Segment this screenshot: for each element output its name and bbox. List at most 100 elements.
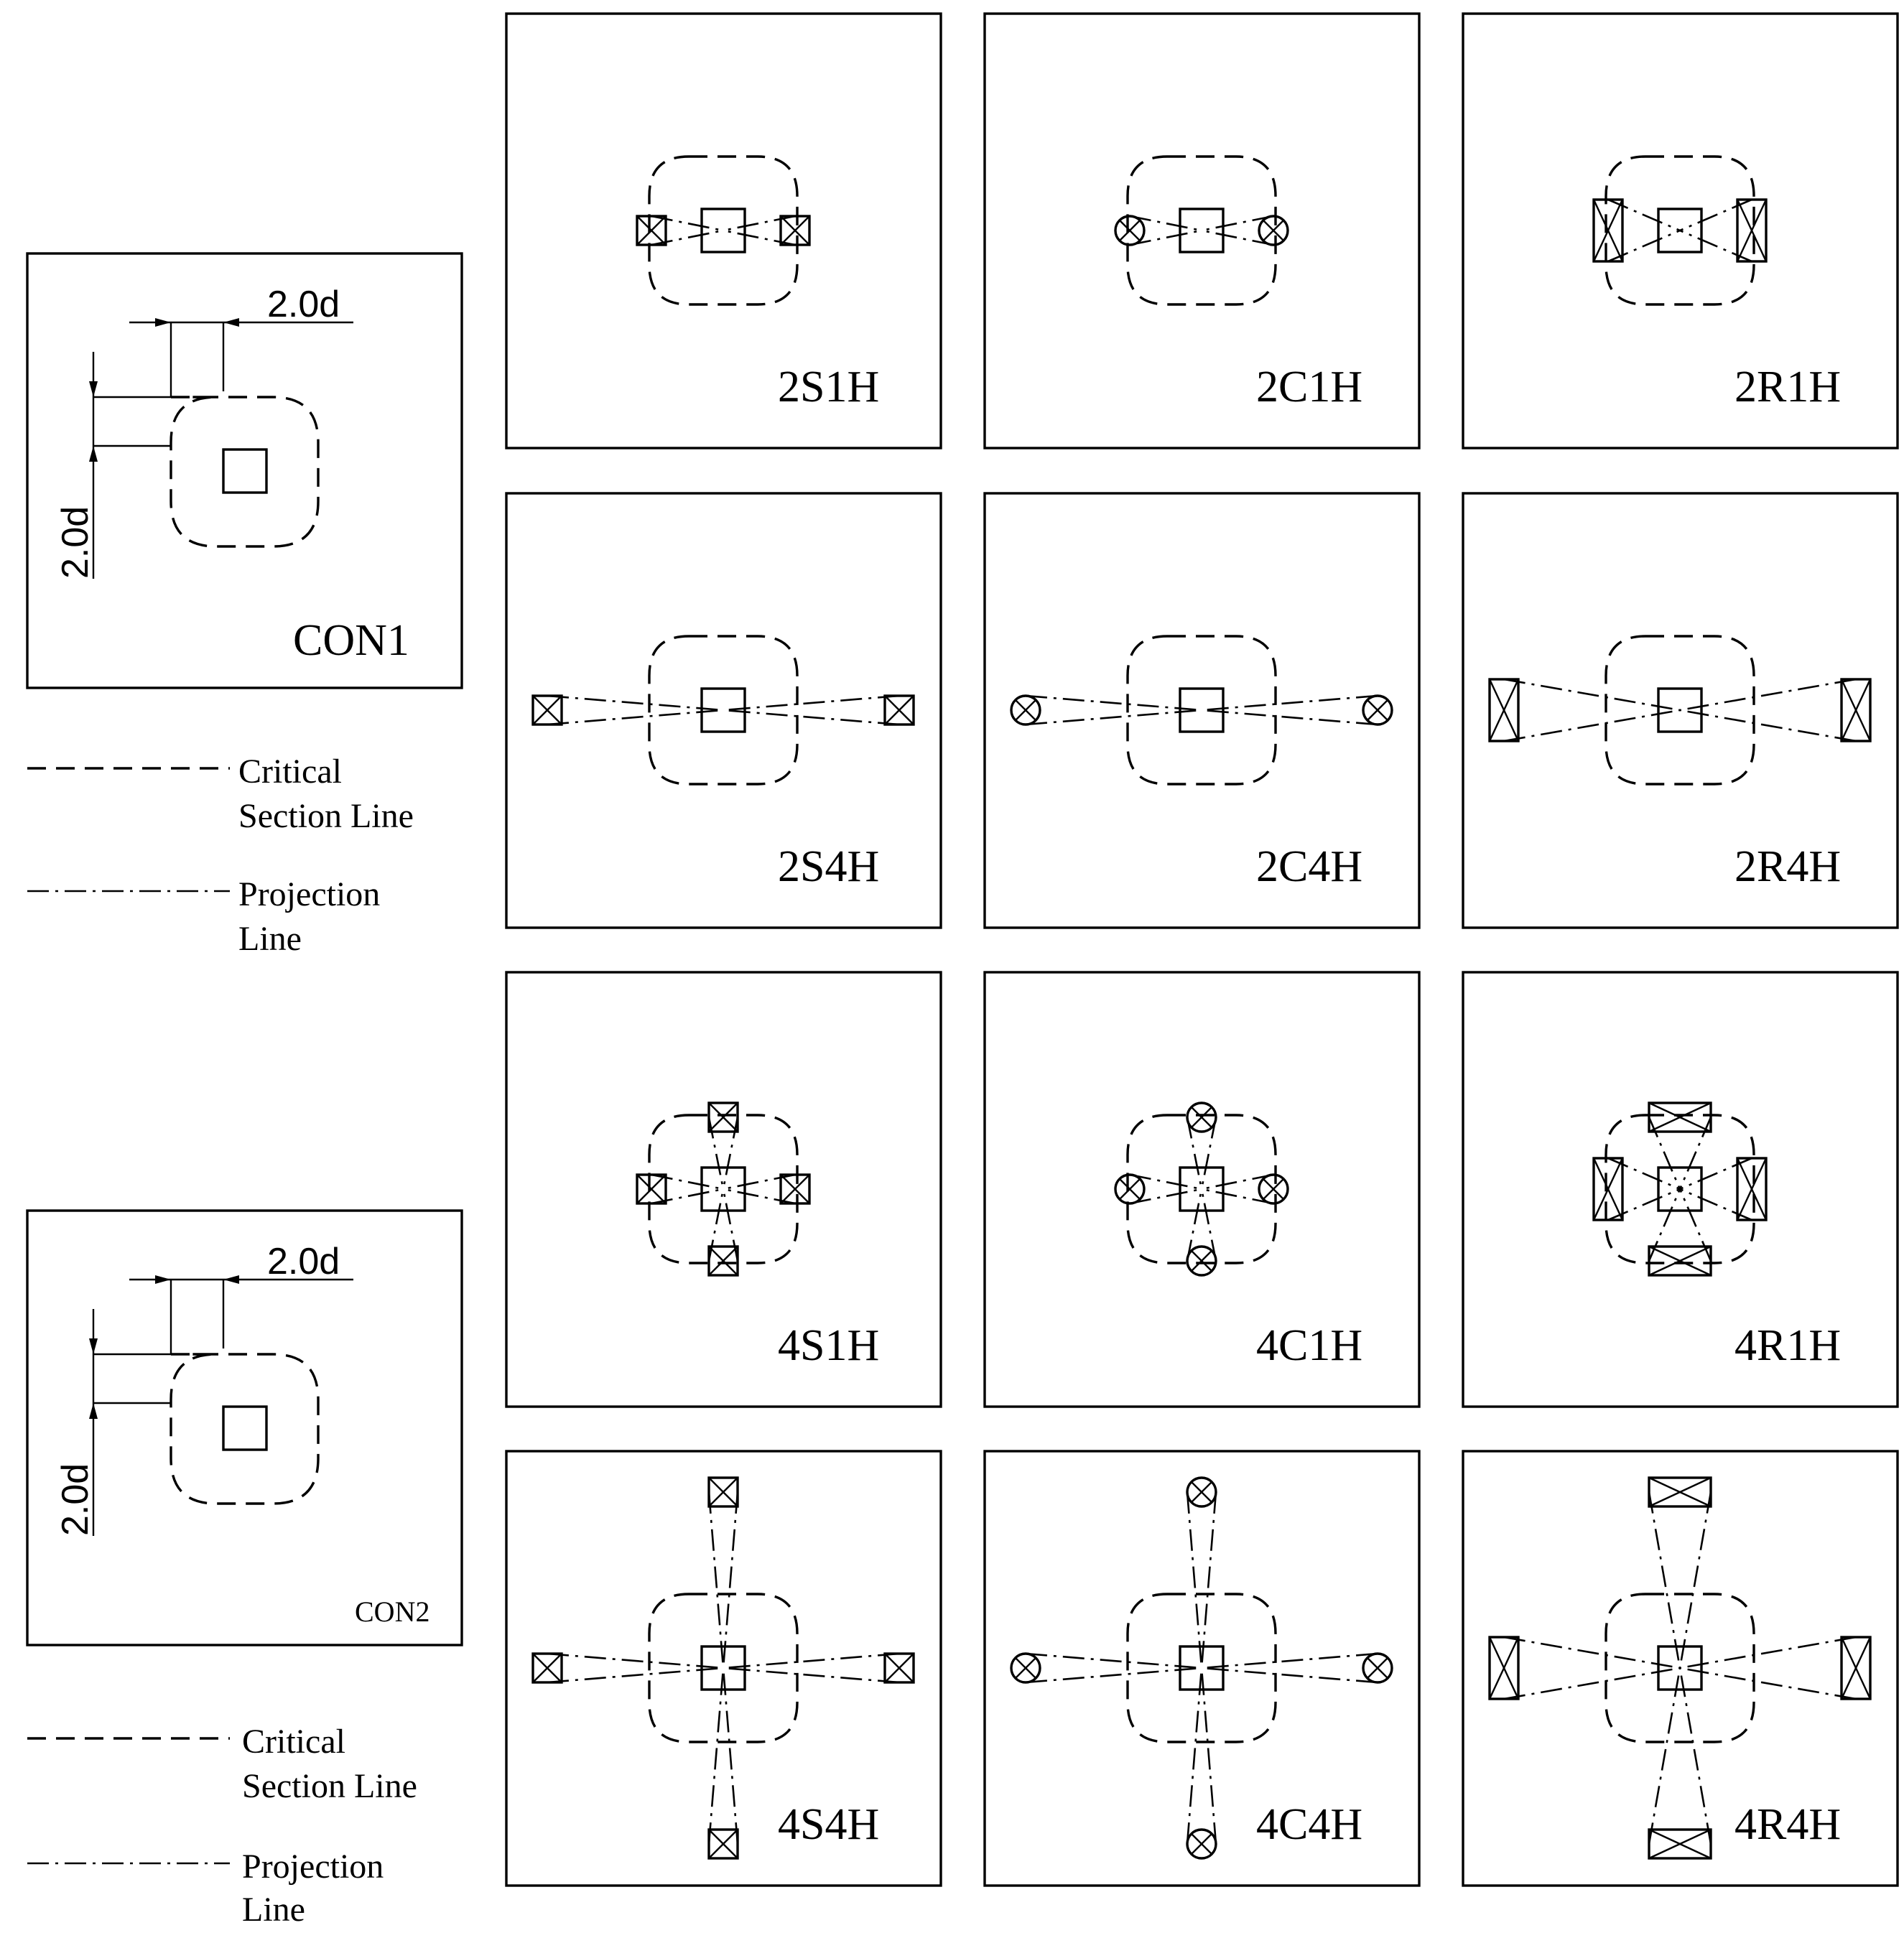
legend-1-critical-text-2: Section Line (238, 797, 414, 835)
projection-lines-0 (1503, 1636, 1681, 1700)
projection-lines-3 (707, 1188, 739, 1262)
projection-lines-0 (651, 215, 724, 246)
projection-line-a (1201, 1173, 1274, 1191)
projection-line-b (1678, 1188, 1712, 1262)
projection-line-b (1678, 1491, 1712, 1669)
panel-4c4h: 4C4H (983, 1450, 1421, 1887)
opening-cross-b-0 (1592, 1157, 1624, 1221)
opening-cross-b-1 (780, 1174, 810, 1204)
projection-line-a (1186, 1667, 1203, 1845)
panel-4r4h: 4R4H (1462, 1450, 1899, 1887)
projection-line-b (651, 229, 724, 246)
panel-4s1h: 4S1H (505, 971, 942, 1408)
projection-lines-2 (1648, 1117, 1712, 1190)
projection-line-a (1679, 678, 1857, 712)
projection-line-b (1200, 1188, 1217, 1262)
projection-lines-0 (1025, 694, 1202, 726)
con1-frame (26, 252, 463, 689)
projection-line-b (722, 1117, 739, 1190)
projection-line-a (1129, 215, 1202, 232)
panel-frame (983, 492, 1421, 929)
projection-lines-1 (1201, 215, 1274, 246)
projection-lines-0 (1129, 1173, 1202, 1205)
critical-section (1126, 635, 1277, 786)
con1-dim-left-label: 2.0d (55, 506, 96, 579)
projection-line-a (1607, 1157, 1681, 1191)
projection-lines-3 (1186, 1667, 1217, 1845)
con2-critical-section (169, 1353, 320, 1505)
projection-line-a (707, 1667, 725, 1845)
critical-section (1126, 155, 1277, 306)
projection-lines-0 (1503, 678, 1681, 742)
projection-lines-3 (1648, 1188, 1712, 1262)
legend-1-projection-text-2: Line (238, 920, 302, 958)
projection-line-b (1678, 1667, 1712, 1845)
projection-line-b (1200, 1667, 1217, 1845)
panel-frame (983, 1450, 1421, 1887)
con1-label: CON1 (293, 616, 409, 665)
panel-label: 4R1H (1735, 1321, 1841, 1370)
con1-dim-top-arrow-left (155, 318, 171, 327)
projection-line-b (1200, 1117, 1217, 1190)
projection-line-a (1129, 1173, 1202, 1191)
opening-cross-b-1 (1367, 699, 1388, 721)
projection-line-b (1025, 1667, 1202, 1684)
projection-lines-2 (1186, 1117, 1217, 1190)
projection-line-a (1025, 694, 1202, 712)
projection-line-a (1201, 215, 1274, 232)
panel-2r4h: 2R4H (1462, 492, 1899, 929)
opening-cross-b-0 (1015, 1657, 1036, 1679)
projection-line-b (723, 1667, 900, 1684)
projection-line-a (1648, 1491, 1681, 1669)
opening-cross-b-1 (1263, 1178, 1284, 1200)
projection-line-b (722, 1491, 739, 1669)
panel-label: 4C4H (1256, 1800, 1362, 1849)
opening-cross-b-0 (1015, 699, 1036, 721)
panel-4c1h: 4C1H (983, 971, 1421, 1408)
projection-line-b (722, 1188, 739, 1262)
opening-cross-b-0 (532, 695, 562, 725)
projection-line-a (707, 1491, 725, 1669)
projection-line-a (1648, 1188, 1681, 1262)
projection-line-a (651, 1173, 724, 1191)
opening-cross-b-0 (636, 215, 667, 246)
con2-panel: 2.0d 2.0d CON2 (26, 1209, 463, 1646)
opening-cross-b-1 (1840, 679, 1872, 742)
projection-line-a (723, 215, 796, 232)
projection-line-a (1648, 1667, 1681, 1845)
projection-line-a (723, 1173, 796, 1191)
con2-label: CON2 (355, 1595, 429, 1628)
critical-section (648, 1593, 799, 1743)
projection-lines-2 (1648, 1491, 1712, 1669)
opening-cross-b-2 (1191, 1107, 1212, 1128)
opening-cross-b-2 (1648, 1101, 1712, 1133)
con1-critical-section (169, 396, 320, 548)
projection-lines-2 (1186, 1491, 1217, 1669)
opening-cross-b-0 (1119, 1178, 1141, 1200)
projection-line-a (723, 1652, 900, 1669)
opening-cross-b-1 (1736, 1157, 1768, 1221)
projection-line-a (1186, 1188, 1203, 1262)
panel-2c1h: 2C1H (983, 12, 1421, 449)
projection-line-b (1129, 1188, 1202, 1205)
panel-label: 2S1H (778, 363, 879, 411)
projection-line-b (1200, 1491, 1217, 1669)
column (1179, 208, 1225, 253)
panel-2s1h: 2S1H (505, 12, 942, 449)
opening-cross-b-2 (1648, 1476, 1712, 1508)
panel-frame (505, 971, 942, 1408)
projection-line-a (547, 1652, 724, 1669)
projection-line-b (1503, 709, 1681, 742)
opening-cross-b-0 (636, 1174, 667, 1204)
projection-lines-3 (1186, 1188, 1217, 1262)
con1-dim-top-label: 2.0d (267, 284, 340, 325)
projection-line-a (1201, 694, 1378, 712)
opening-cross-b-1 (1736, 199, 1768, 262)
projection-line-a (1679, 1636, 1857, 1669)
projection-lines-0 (1129, 215, 1202, 246)
projection-line-a (1186, 1491, 1203, 1669)
projection-line-b (1679, 229, 1752, 263)
legend-2-critical-text-2: Section Line (242, 1767, 417, 1805)
opening-cross-b-0 (1592, 199, 1624, 262)
